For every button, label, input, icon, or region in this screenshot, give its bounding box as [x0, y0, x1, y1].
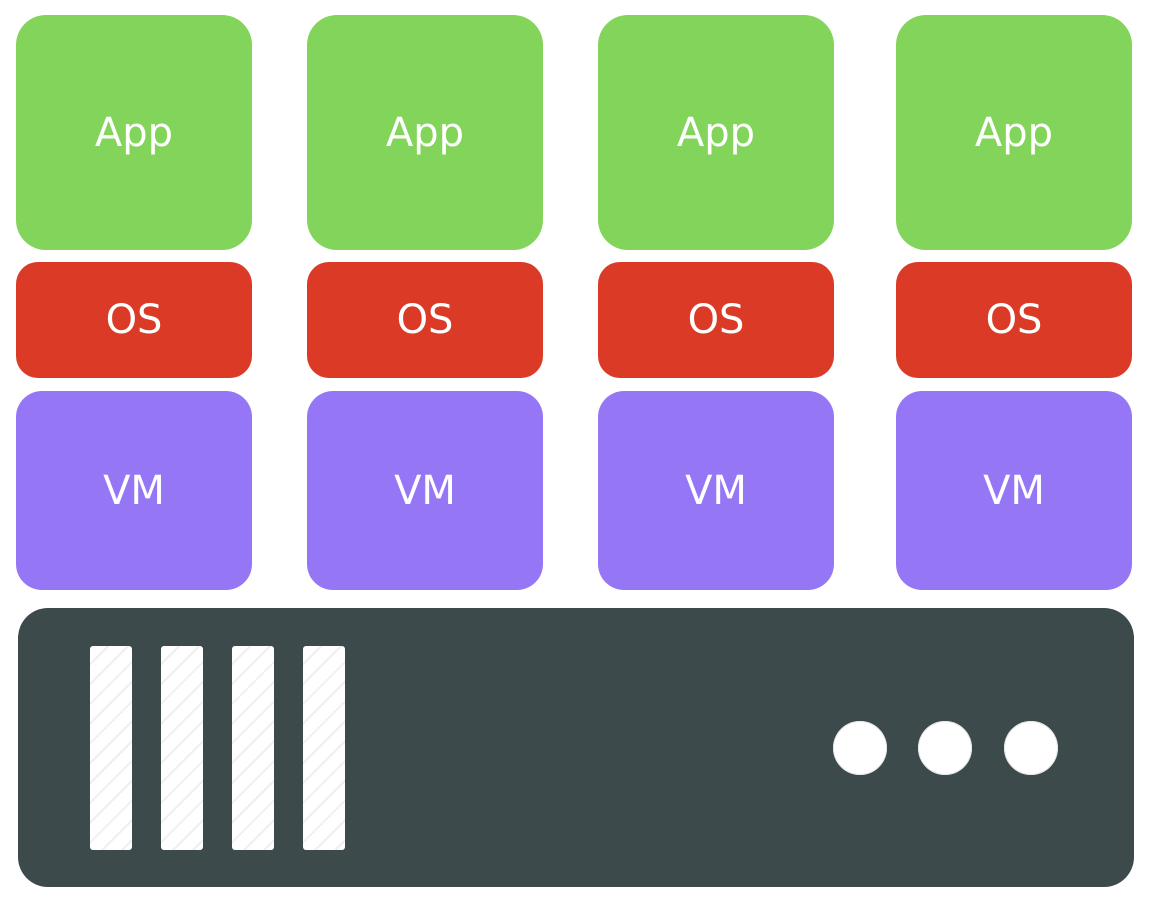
indicator-light: [918, 721, 972, 775]
os-box: OS: [16, 262, 252, 378]
vm-box: VM: [896, 391, 1132, 590]
app-box: App: [896, 15, 1132, 250]
indicator-light: [1004, 721, 1058, 775]
os-box: OS: [307, 262, 543, 378]
app-box: App: [307, 15, 543, 250]
server-icon: [18, 608, 1134, 887]
drive-slot: [90, 646, 132, 850]
os-box: OS: [896, 262, 1132, 378]
vm-box: VM: [598, 391, 834, 590]
vm-box: VM: [16, 391, 252, 590]
app-box: App: [16, 15, 252, 250]
drive-slot: [161, 646, 203, 850]
drive-slot: [232, 646, 274, 850]
indicator-light: [833, 721, 887, 775]
vm-box: VM: [307, 391, 543, 590]
drive-slot: [303, 646, 345, 850]
app-box: App: [598, 15, 834, 250]
os-box: OS: [598, 262, 834, 378]
